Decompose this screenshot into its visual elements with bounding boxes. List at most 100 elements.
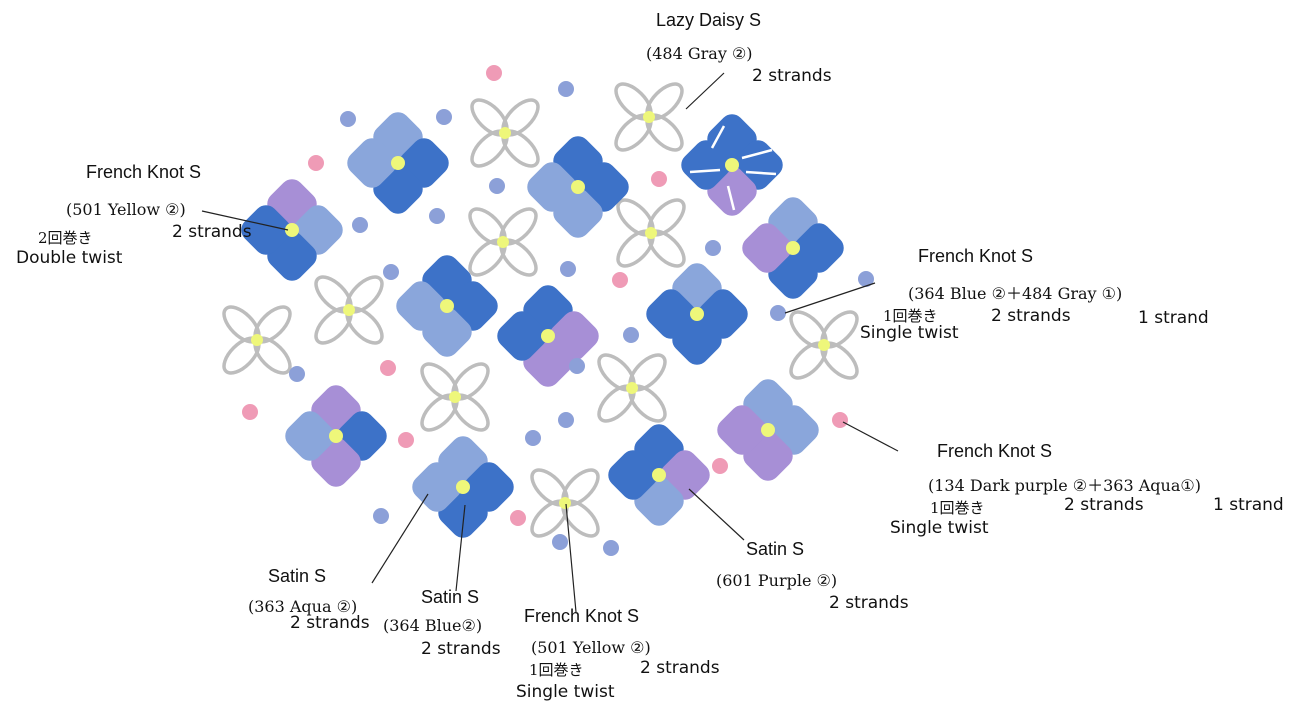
hydrangea-flower-group <box>241 112 844 538</box>
hydrangea-flower <box>742 197 844 299</box>
fk-yellow-single-twist-jp: 1回巻き <box>529 661 584 679</box>
blue-french-knot <box>340 111 356 127</box>
pink-french-knot <box>510 510 526 526</box>
flower-center-knot <box>761 423 775 437</box>
satin-petal <box>285 411 335 461</box>
pink-french-knot <box>308 155 324 171</box>
flower-center-knot <box>786 241 800 255</box>
pink-french-knot <box>832 412 848 428</box>
blue-french-knot <box>525 430 541 446</box>
lazy-daisy <box>468 207 538 277</box>
blue-french-knot <box>603 540 619 556</box>
lazy-daisy <box>470 98 540 168</box>
hydrangea-flower <box>285 385 387 487</box>
blue-french-knot <box>705 240 721 256</box>
fk-blue-gray-thread: (364 Blue ②＋484 Gray ①) <box>908 284 1123 303</box>
pink-french-knot <box>612 272 628 288</box>
leader-line <box>201 210 289 231</box>
fk-purple-aqua-strands-b: 1 strand <box>1213 495 1284 515</box>
fk-purple-aqua-thread: (134 Dark purple ②＋363 Aqua①) <box>928 476 1201 495</box>
flower-center-knot <box>571 180 585 194</box>
blue-french-knot <box>558 81 574 97</box>
lazy-daisy-group <box>222 82 859 538</box>
satin-purple-thread: (601 Purple ②) <box>716 571 838 590</box>
leader-line <box>455 504 466 592</box>
leader-line <box>784 282 876 314</box>
daisy-center-knot <box>818 339 830 351</box>
lazy-daisy <box>614 82 684 152</box>
blue-french-knot <box>436 109 452 125</box>
hydrangea-flower <box>646 263 748 365</box>
blue-french-knot <box>289 366 305 382</box>
leader-line <box>371 493 429 584</box>
fk-purple-aqua-twist-jp: 1回巻き <box>930 499 985 517</box>
blue-french-knot <box>429 208 445 224</box>
satin-petal <box>681 140 731 190</box>
fk-yellow-double-thread: (501 Yellow ②) <box>66 200 186 219</box>
pink-french-knot <box>242 404 258 420</box>
satin-petal <box>717 405 767 455</box>
fk-blue-gray-twist-jp: 1回巻き <box>883 307 938 325</box>
daisy-center-knot <box>643 111 655 123</box>
fk-purple-aqua-twist: Single twist <box>890 518 989 538</box>
blue-french-knot <box>770 305 786 321</box>
leader-line <box>688 488 745 541</box>
pink-french-knot <box>486 65 502 81</box>
fk-yellow-single-thread: (501 Yellow ②) <box>531 638 651 657</box>
satin-purple-strands: 2 strands <box>829 593 909 613</box>
daisy-center-knot <box>449 391 461 403</box>
fk-blue-gray-title: French Knot S <box>918 246 1034 266</box>
blue-french-knot <box>373 508 389 524</box>
flower-center-knot <box>725 158 739 172</box>
lazy-daisy <box>616 198 686 268</box>
stitch-highlight <box>710 125 726 149</box>
leader-line-group <box>201 72 899 613</box>
satin-petal <box>527 162 577 212</box>
hydrangea-flower <box>396 255 498 357</box>
satin-petal <box>608 450 658 500</box>
flower-center-knot <box>456 480 470 494</box>
blue-french-knot <box>352 217 368 233</box>
satin-petal <box>396 281 446 331</box>
fk-yellow-double-twist: Double twist <box>16 248 123 268</box>
blue-french-knot <box>569 358 585 374</box>
lazy-daisy-thread: (484 Gray ②) <box>646 44 753 63</box>
flower-center-knot <box>285 223 299 237</box>
lazy-daisy <box>222 305 292 375</box>
hydrangea-flower <box>527 136 629 238</box>
lazy-daisy <box>420 362 490 432</box>
hydrangea-flower <box>608 424 710 526</box>
satin-petal <box>742 223 792 273</box>
lazy-daisy <box>789 310 859 380</box>
satin-petal <box>497 311 547 361</box>
hydrangea-flower <box>681 114 783 216</box>
daisy-center-knot <box>645 227 657 239</box>
flower-center-knot <box>391 156 405 170</box>
blue-french-knot <box>858 271 874 287</box>
blue-french-knot <box>560 261 576 277</box>
fk-purple-aqua-title: French Knot S <box>937 441 1053 461</box>
daisy-center-knot <box>626 382 638 394</box>
fk-blue-gray-strands-a: 2 strands <box>991 306 1071 326</box>
fk-blue-gray-twist: Single twist <box>860 323 959 343</box>
fk-blue-gray-strands-b: 1 strand <box>1138 308 1209 328</box>
blue-french-knot <box>552 534 568 550</box>
lazy-daisy <box>597 353 667 423</box>
satin-aqua-strands: 2 strands <box>290 613 370 633</box>
pink-french-knot <box>380 360 396 376</box>
daisy-center-knot <box>497 236 509 248</box>
satin-petal <box>347 138 397 188</box>
satin-blue-title: Satin S <box>421 587 480 607</box>
flower-center-knot <box>541 329 555 343</box>
satin-petal <box>241 205 291 255</box>
flower-center-knot <box>652 468 666 482</box>
hydrangea-flower <box>347 112 449 214</box>
blue-french-knot <box>558 412 574 428</box>
satin-aqua-title: Satin S <box>268 566 327 586</box>
stitch-highlight <box>745 170 777 176</box>
lazy-daisy-title: Lazy Daisy S <box>656 10 762 30</box>
blue-french-knot <box>489 178 505 194</box>
satin-blue-strands: 2 strands <box>421 639 501 659</box>
fk-yellow-single-title: French Knot S <box>524 606 640 626</box>
